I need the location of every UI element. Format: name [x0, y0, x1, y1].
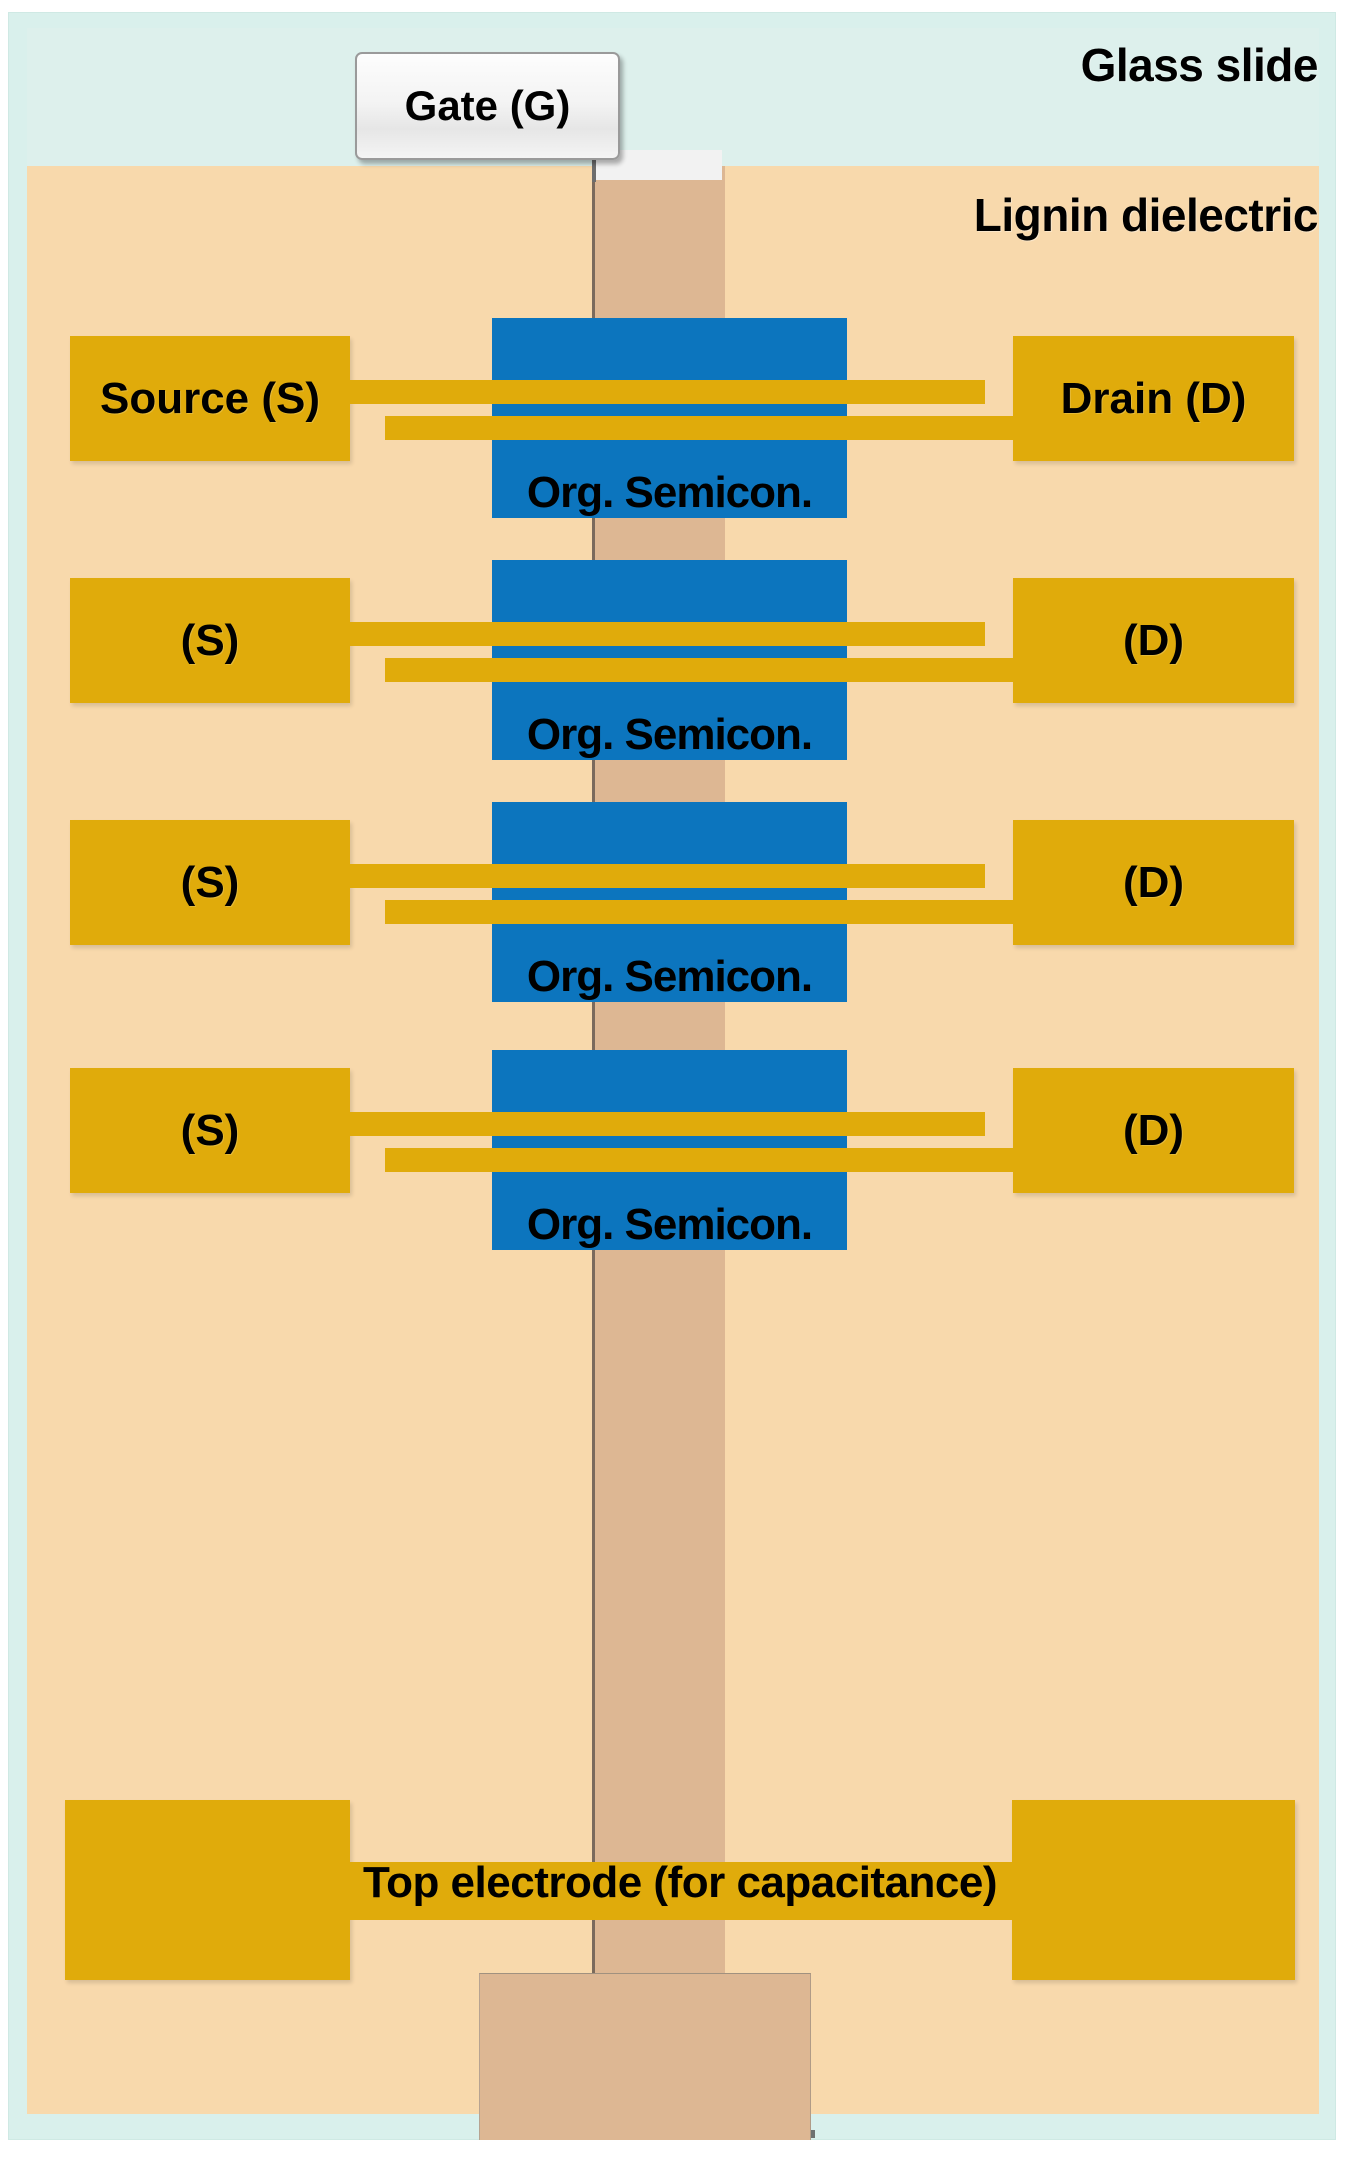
- source-finger: [347, 622, 985, 646]
- drain-electrode-label: (D): [1122, 615, 1185, 665]
- glass-slide-layer: [27, 28, 1319, 168]
- top-electrode-pad-right: [1012, 1800, 1295, 1980]
- drain-finger: [385, 1148, 1022, 1172]
- source-electrode-pad: (S): [70, 820, 350, 945]
- source-electrode-pad: (S): [70, 578, 350, 703]
- gate-label-box[interactable]: Gate (G): [355, 52, 620, 160]
- source-electrode-label: (S): [180, 615, 240, 665]
- drain-finger: [385, 658, 1022, 682]
- drain-electrode-label: Drain (D): [1060, 373, 1247, 423]
- gate-label-text: Gate (G): [404, 82, 571, 129]
- gate-contact-pad: [479, 1973, 811, 2140]
- transistor-row: (S) (D) Org. Semicon.: [0, 792, 1358, 1032]
- lignin-dielectric-label: Lignin dielectric: [973, 189, 1319, 241]
- transistor-row: (S) (D) Org. Semicon.: [0, 1040, 1358, 1280]
- drain-finger: [385, 416, 1022, 440]
- drain-electrode-pad: (D): [1013, 578, 1294, 703]
- top-electrode-label: Top electrode (for capacitance): [362, 1858, 998, 1907]
- transistor-row: Source (S) Drain (D) Org. Semicon.: [0, 308, 1358, 548]
- drain-electrode-pad: (D): [1013, 820, 1294, 945]
- source-electrode-label: (S): [180, 1105, 240, 1155]
- transistor-row: (S) (D) Org. Semicon.: [0, 550, 1358, 790]
- source-finger: [347, 1112, 985, 1136]
- drain-electrode-label: (D): [1122, 857, 1185, 907]
- source-electrode-label: Source (S): [99, 373, 321, 423]
- source-electrode-pad: (S): [70, 1068, 350, 1193]
- source-electrode-label: (S): [180, 857, 240, 907]
- glass-slide-label: Glass slide: [1080, 39, 1319, 91]
- top-electrode-pad-left: [65, 1800, 350, 1980]
- source-electrode-pad: Source (S): [70, 336, 350, 461]
- organic-semiconductor-label: Org. Semicon.: [526, 1200, 813, 1249]
- organic-semiconductor-label: Org. Semicon.: [526, 468, 813, 517]
- drain-electrode-label: (D): [1122, 1105, 1185, 1155]
- top-electrode-bar: [320, 1862, 1040, 1920]
- drain-electrode-pad: (D): [1013, 1068, 1294, 1193]
- source-finger: [347, 864, 985, 888]
- drain-electrode-pad: Drain (D): [1013, 336, 1294, 461]
- organic-semiconductor-label: Org. Semicon.: [526, 952, 813, 1001]
- drain-finger: [385, 900, 1022, 924]
- gate-electrode-neck-edge: [592, 148, 596, 182]
- source-finger: [347, 380, 985, 404]
- organic-semiconductor-label: Org. Semicon.: [526, 710, 813, 759]
